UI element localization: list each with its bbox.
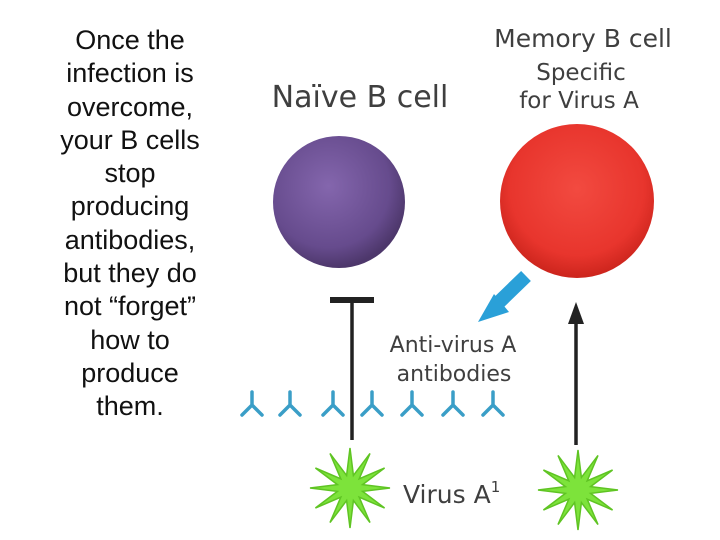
blue-arrow-shaft (490, 270, 531, 312)
antibody (360, 390, 384, 417)
text-line: them. (96, 391, 164, 422)
text-line: produce (81, 357, 179, 388)
antibodies-label: Anti-virus A (390, 333, 517, 358)
antibodies-label-2: antibodies (397, 362, 512, 387)
text-line: Once the (75, 25, 185, 55)
antibody (400, 390, 424, 417)
text-line: not “forget” (63, 291, 197, 322)
text-line: how to (90, 324, 170, 355)
virus-a-right (537, 449, 619, 531)
naive-b-cell-label: Naïve B cell (272, 80, 449, 115)
text-line: infection is (66, 58, 194, 89)
text-line: stop (104, 158, 156, 189)
antibody (278, 390, 302, 417)
text-line: antibodies, (64, 224, 196, 255)
antibody (240, 390, 264, 417)
text-line: your B cells (60, 124, 200, 155)
text-line: overcome, (66, 91, 194, 122)
memory-b-cell (500, 124, 654, 278)
antibody (481, 390, 505, 417)
text-line: but they do (63, 258, 197, 289)
antibody (441, 390, 465, 417)
memory-b-cell-label: Memory B cell (494, 24, 672, 53)
naive-b-cell (273, 136, 405, 268)
virus-a-left (309, 447, 391, 529)
text-line: producing (70, 191, 190, 222)
slide-text: Once the infection is overcome, your B c… (40, 24, 220, 424)
virus-a-label: Virus A1 (403, 478, 500, 509)
activation-arrowhead (568, 302, 584, 324)
blue-arrow-head (478, 294, 509, 322)
antibody (321, 390, 345, 417)
virus-specific-label: for Virus A (519, 88, 639, 114)
specific-label: Specific (536, 60, 626, 86)
